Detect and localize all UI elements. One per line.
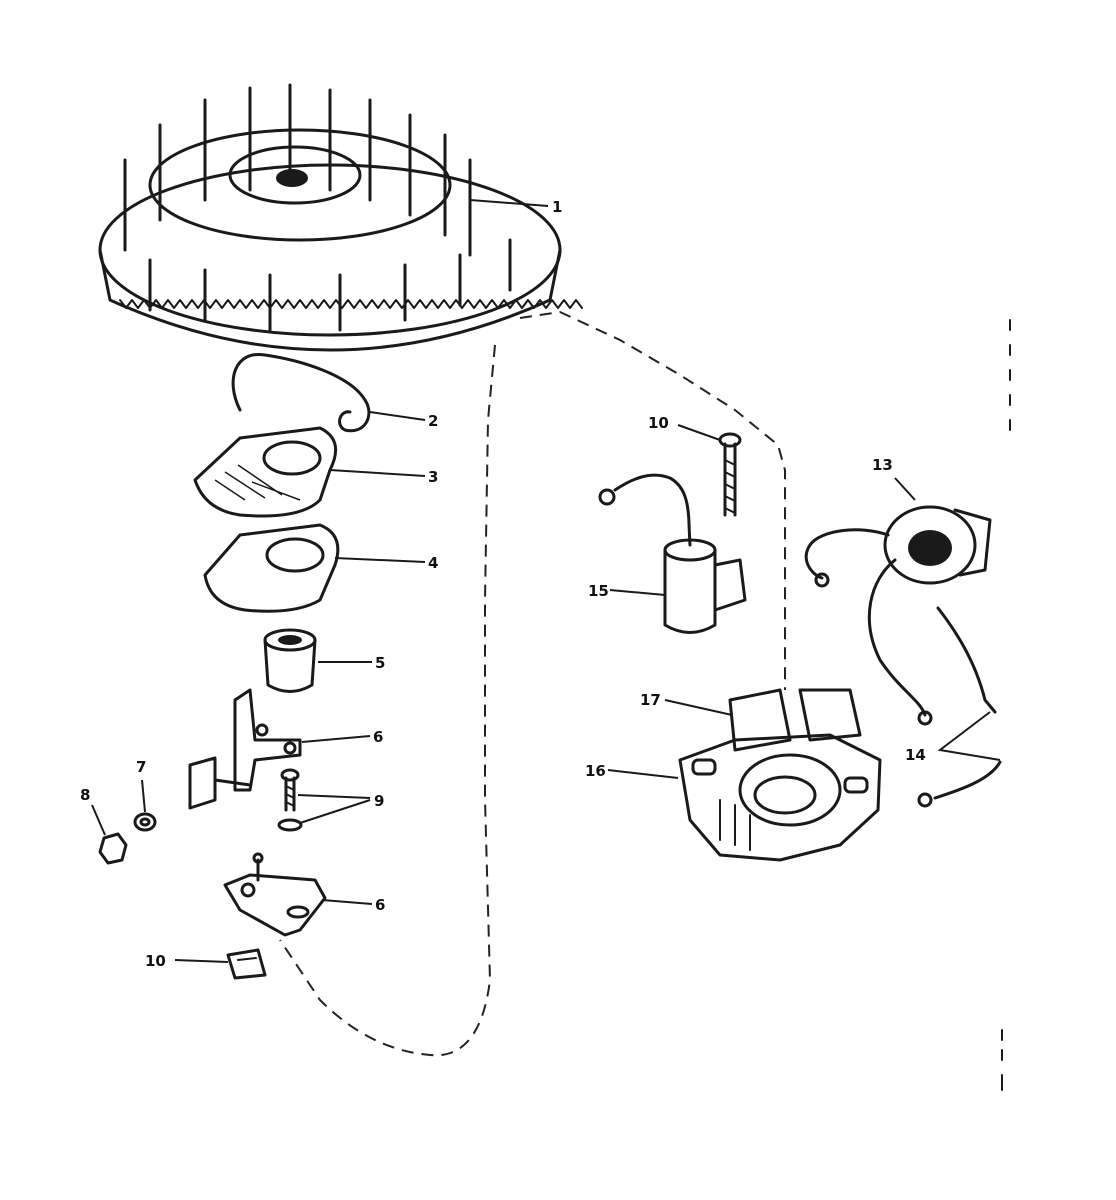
callout-10a: 10 bbox=[145, 952, 166, 970]
leader-line bbox=[297, 794, 371, 824]
callout-13: 13 bbox=[872, 456, 893, 474]
screw-part bbox=[718, 432, 742, 517]
cover-plate-part bbox=[193, 426, 338, 518]
callout-8: 8 bbox=[80, 786, 90, 804]
leader-line bbox=[334, 557, 426, 563]
nut-part bbox=[98, 832, 128, 865]
base-plate-part bbox=[223, 852, 327, 937]
leader-line bbox=[894, 477, 916, 501]
leader-line bbox=[664, 699, 733, 716]
clip-part bbox=[226, 948, 267, 980]
leader-line bbox=[677, 424, 721, 441]
breaker-arm-part bbox=[188, 688, 302, 810]
leader-line bbox=[607, 769, 679, 779]
callout-4: 4 bbox=[428, 554, 438, 572]
leader-line bbox=[91, 804, 106, 836]
leader-line bbox=[609, 589, 666, 596]
callout-7: 7 bbox=[136, 758, 146, 776]
callout-6b: 6 bbox=[375, 896, 385, 914]
callout-2: 2 bbox=[428, 412, 438, 430]
assembly-boundary bbox=[279, 344, 496, 1057]
assembly-boundary bbox=[519, 310, 786, 690]
callout-15: 15 bbox=[588, 582, 609, 600]
spring-clip-part bbox=[231, 353, 371, 433]
leader-line bbox=[174, 959, 229, 963]
callout-1: 1 bbox=[552, 198, 562, 216]
bushing-part bbox=[263, 628, 317, 693]
leader-line bbox=[301, 735, 371, 743]
magneto-housing-part bbox=[678, 688, 882, 862]
leader-line bbox=[321, 899, 373, 905]
gasket-part bbox=[203, 523, 340, 613]
ground-wire-part bbox=[917, 606, 1002, 808]
callout-9: 9 bbox=[374, 792, 384, 810]
ignition-coil-part bbox=[804, 505, 992, 726]
leader-line bbox=[141, 779, 146, 813]
leader-line bbox=[369, 411, 426, 421]
screw-washer-part bbox=[277, 768, 303, 832]
leader-line bbox=[937, 711, 1001, 761]
callout-10b: 10 bbox=[648, 414, 669, 432]
leader-line bbox=[329, 469, 426, 477]
callout-5: 5 bbox=[375, 654, 385, 672]
callout-17: 17 bbox=[640, 691, 661, 709]
condenser-part bbox=[598, 473, 747, 634]
callout-14: 14 bbox=[905, 746, 926, 764]
leader-line bbox=[469, 199, 549, 207]
callout-16: 16 bbox=[585, 762, 606, 780]
washer-part bbox=[133, 812, 157, 832]
callout-6a: 6 bbox=[373, 728, 383, 746]
callout-3: 3 bbox=[428, 468, 438, 486]
flywheel-part bbox=[98, 83, 583, 352]
